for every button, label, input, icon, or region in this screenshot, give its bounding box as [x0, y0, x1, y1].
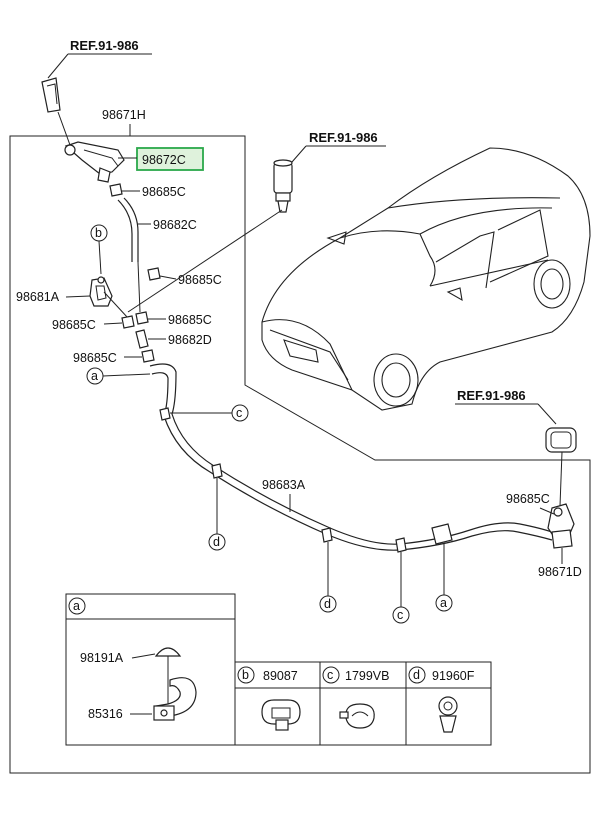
washer-nozzle-assembly-right — [547, 503, 575, 549]
nozzle-cap-right — [545, 427, 577, 453]
part-label-98682D[interactable]: 98682D — [168, 333, 212, 347]
callout-d-1-label: d — [213, 535, 220, 549]
legend-key-a — [68, 597, 86, 615]
callout-a-label: a — [91, 369, 98, 383]
leader-callout-a — [102, 373, 151, 377]
callout-b-label: b — [95, 226, 102, 240]
part-label-98685C-5[interactable]: 98685C — [73, 351, 117, 365]
legend-box-bcd — [234, 661, 492, 746]
part-highlight-98672C — [136, 147, 204, 171]
assembly-frame — [9, 135, 591, 774]
vehicle-illustration — [261, 147, 591, 411]
legend-key-c — [322, 666, 340, 684]
ref-label-top-left[interactable]: REF.91-986 — [70, 38, 139, 53]
legend-part-98191A[interactable]: 98191A — [80, 651, 124, 665]
part-label-98685C-6[interactable]: 98685C — [506, 492, 550, 506]
legend-part-89087[interactable]: 89087 — [263, 669, 298, 683]
washer-hose-98683A — [149, 363, 553, 545]
legend-part-1799VB[interactable]: 1799VB — [345, 669, 389, 683]
legend-key-b-label: b — [242, 668, 249, 682]
bracket-link — [103, 291, 129, 319]
ref-leader-top-left — [47, 53, 69, 79]
callout-c-2-label: c — [397, 608, 403, 622]
washer-hose-98682C — [117, 199, 133, 262]
clip-89087 — [261, 699, 301, 731]
leader-98685C-3 — [103, 322, 123, 325]
ref-label-right[interactable]: REF.91-986 — [457, 388, 526, 403]
callout-a-2-label: a — [440, 596, 447, 610]
hose-link — [137, 261, 141, 313]
leader-98681A — [65, 295, 91, 298]
leader-98685C-6 — [539, 507, 555, 515]
clamp-85316 — [153, 677, 197, 721]
hose-connector-98682D — [135, 329, 149, 349]
part-label-98685C-2[interactable]: 98685C — [178, 273, 222, 287]
legend-key-b — [237, 666, 255, 684]
hose-clip-5 — [141, 349, 155, 363]
part-label-98683A[interactable]: 98683A — [262, 478, 306, 492]
washer-hose-98682C-outline — [123, 197, 139, 262]
main-hose-clip-3 — [321, 527, 333, 543]
grommet-98191A — [154, 647, 182, 657]
leader-98685C-2 — [159, 275, 177, 280]
hose-clip-2 — [147, 267, 161, 281]
main-hose-joint — [431, 523, 453, 545]
washer-pump — [273, 159, 293, 213]
legend-part-91960F[interactable]: 91960F — [432, 669, 475, 683]
part-label-98671H[interactable]: 98671H — [102, 108, 146, 122]
part-label-98685C-3[interactable]: 98685C — [52, 318, 96, 332]
nozzle-leader-top-left — [57, 111, 71, 146]
main-hose-clip-2 — [211, 463, 223, 479]
callout-c-label: c — [236, 406, 242, 420]
part-label-98671D[interactable]: 98671D — [538, 565, 582, 579]
hose-clip-4 — [135, 311, 149, 325]
main-hose-clip-1 — [159, 407, 171, 421]
part-label-98685C-4[interactable]: 98685C — [168, 313, 212, 327]
main-hose-clip-4 — [395, 537, 407, 553]
part-label-98685C-1[interactable]: 98685C — [142, 185, 186, 199]
part-label-98682C[interactable]: 98682C — [153, 218, 197, 232]
legend-key-d — [408, 666, 426, 684]
ref-leader-right — [537, 403, 557, 425]
legend-key-a-label: a — [73, 599, 80, 613]
legend-box-a — [65, 593, 236, 746]
washer-hose-98683A-outline — [151, 372, 553, 551]
part-label-98672C[interactable]: 98672C — [142, 153, 186, 167]
leader-callout-b — [98, 240, 102, 275]
legend-part-85316[interactable]: 85316 — [88, 707, 123, 721]
leader-98191A — [131, 653, 156, 659]
hose-bracket-98681A — [89, 276, 113, 307]
clip-91960F — [438, 696, 458, 733]
ref-label-top-center[interactable]: REF.91-986 — [309, 130, 378, 145]
nozzle-cap-right-link — [559, 451, 563, 507]
hose-clip-3 — [121, 315, 135, 329]
washer-nozzle-assembly — [64, 141, 125, 183]
legend-key-c-label: c — [327, 668, 333, 682]
callout-d-2-label: d — [324, 597, 331, 611]
hose-clip-1 — [109, 183, 123, 197]
nozzle-cap-top-left — [41, 77, 61, 113]
ref-leader-top-center — [291, 145, 307, 163]
clip-1799VB — [339, 703, 375, 729]
pump-link-line — [127, 209, 283, 313]
legend-key-d-label: d — [413, 668, 420, 682]
part-label-98681A[interactable]: 98681A — [16, 290, 60, 304]
